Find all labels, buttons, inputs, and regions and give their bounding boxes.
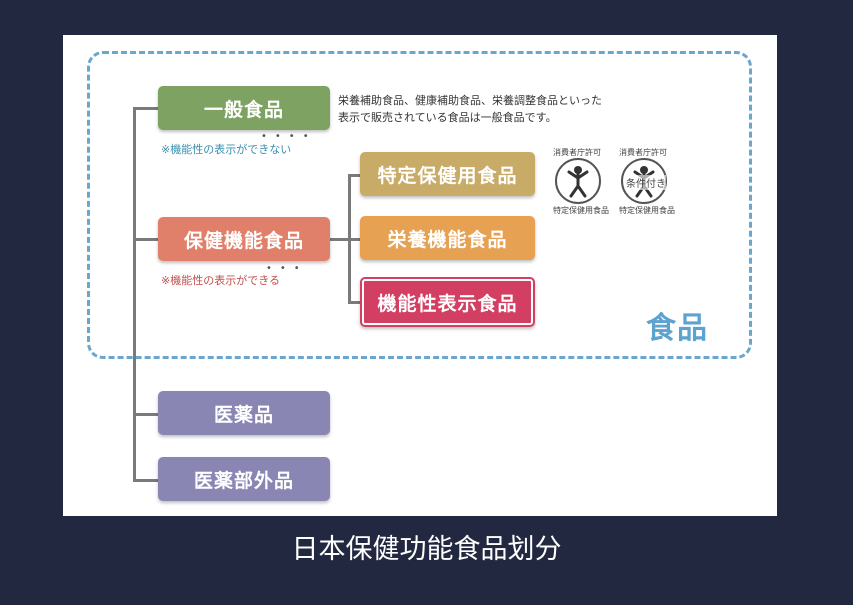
diagram-panel: 食品 一般食品 •••• ※機能性の表示ができない 栄養補助食品、健康補助食品、… <box>63 35 777 516</box>
main-trunk-line <box>133 107 136 482</box>
mark-bottom-text: 特定保健用食品 <box>619 206 675 215</box>
mark-inner-text: 条件付き <box>626 175 666 190</box>
general-food-description-line2: 表示で販売されている食品は一般食品です。 <box>338 111 557 124</box>
food-category-label: 食品 <box>646 311 708 346</box>
general-food-note: ※機能性の表示ができない <box>161 143 292 156</box>
health-function-food-box: 保健機能食品 <box>158 217 330 261</box>
functional-claim-food-box: 機能性表示食品 <box>360 277 535 327</box>
branch-specified <box>348 174 360 177</box>
person-icon <box>567 166 589 198</box>
sub-connector <box>330 238 350 241</box>
branch-drug <box>133 413 159 416</box>
emphasis-dots: •••• <box>261 131 317 142</box>
mark-top-text: 消費者庁許可 <box>619 148 667 157</box>
health-function-food-note: ※機能性の表示ができる <box>161 274 280 287</box>
mark-bottom-text: 特定保健用食品 <box>553 206 609 215</box>
general-food-box: 一般食品 <box>158 86 330 130</box>
mark-circle <box>555 158 601 204</box>
emphasis-dots: ••• <box>266 263 308 274</box>
mark-top-text: 消費者庁許可 <box>553 148 601 157</box>
specified-health-food-box: 特定保健用食品 <box>360 152 535 196</box>
branch-health <box>133 238 159 241</box>
quasi-drug-box: 医薬部外品 <box>158 457 330 501</box>
nutrient-function-food-box: 栄養機能食品 <box>360 216 535 260</box>
caption: 日本保健功能食品划分 <box>291 534 562 565</box>
branch-functional <box>348 301 360 304</box>
branch-general <box>133 107 159 110</box>
branch-quasi-drug <box>133 479 159 482</box>
pharmaceutical-box: 医薬品 <box>158 391 330 435</box>
general-food-description-line1: 栄養補助食品、健康補助食品、栄養調整食品といった <box>338 94 602 107</box>
branch-nutrient <box>348 238 360 241</box>
food-category-boundary <box>87 51 752 359</box>
